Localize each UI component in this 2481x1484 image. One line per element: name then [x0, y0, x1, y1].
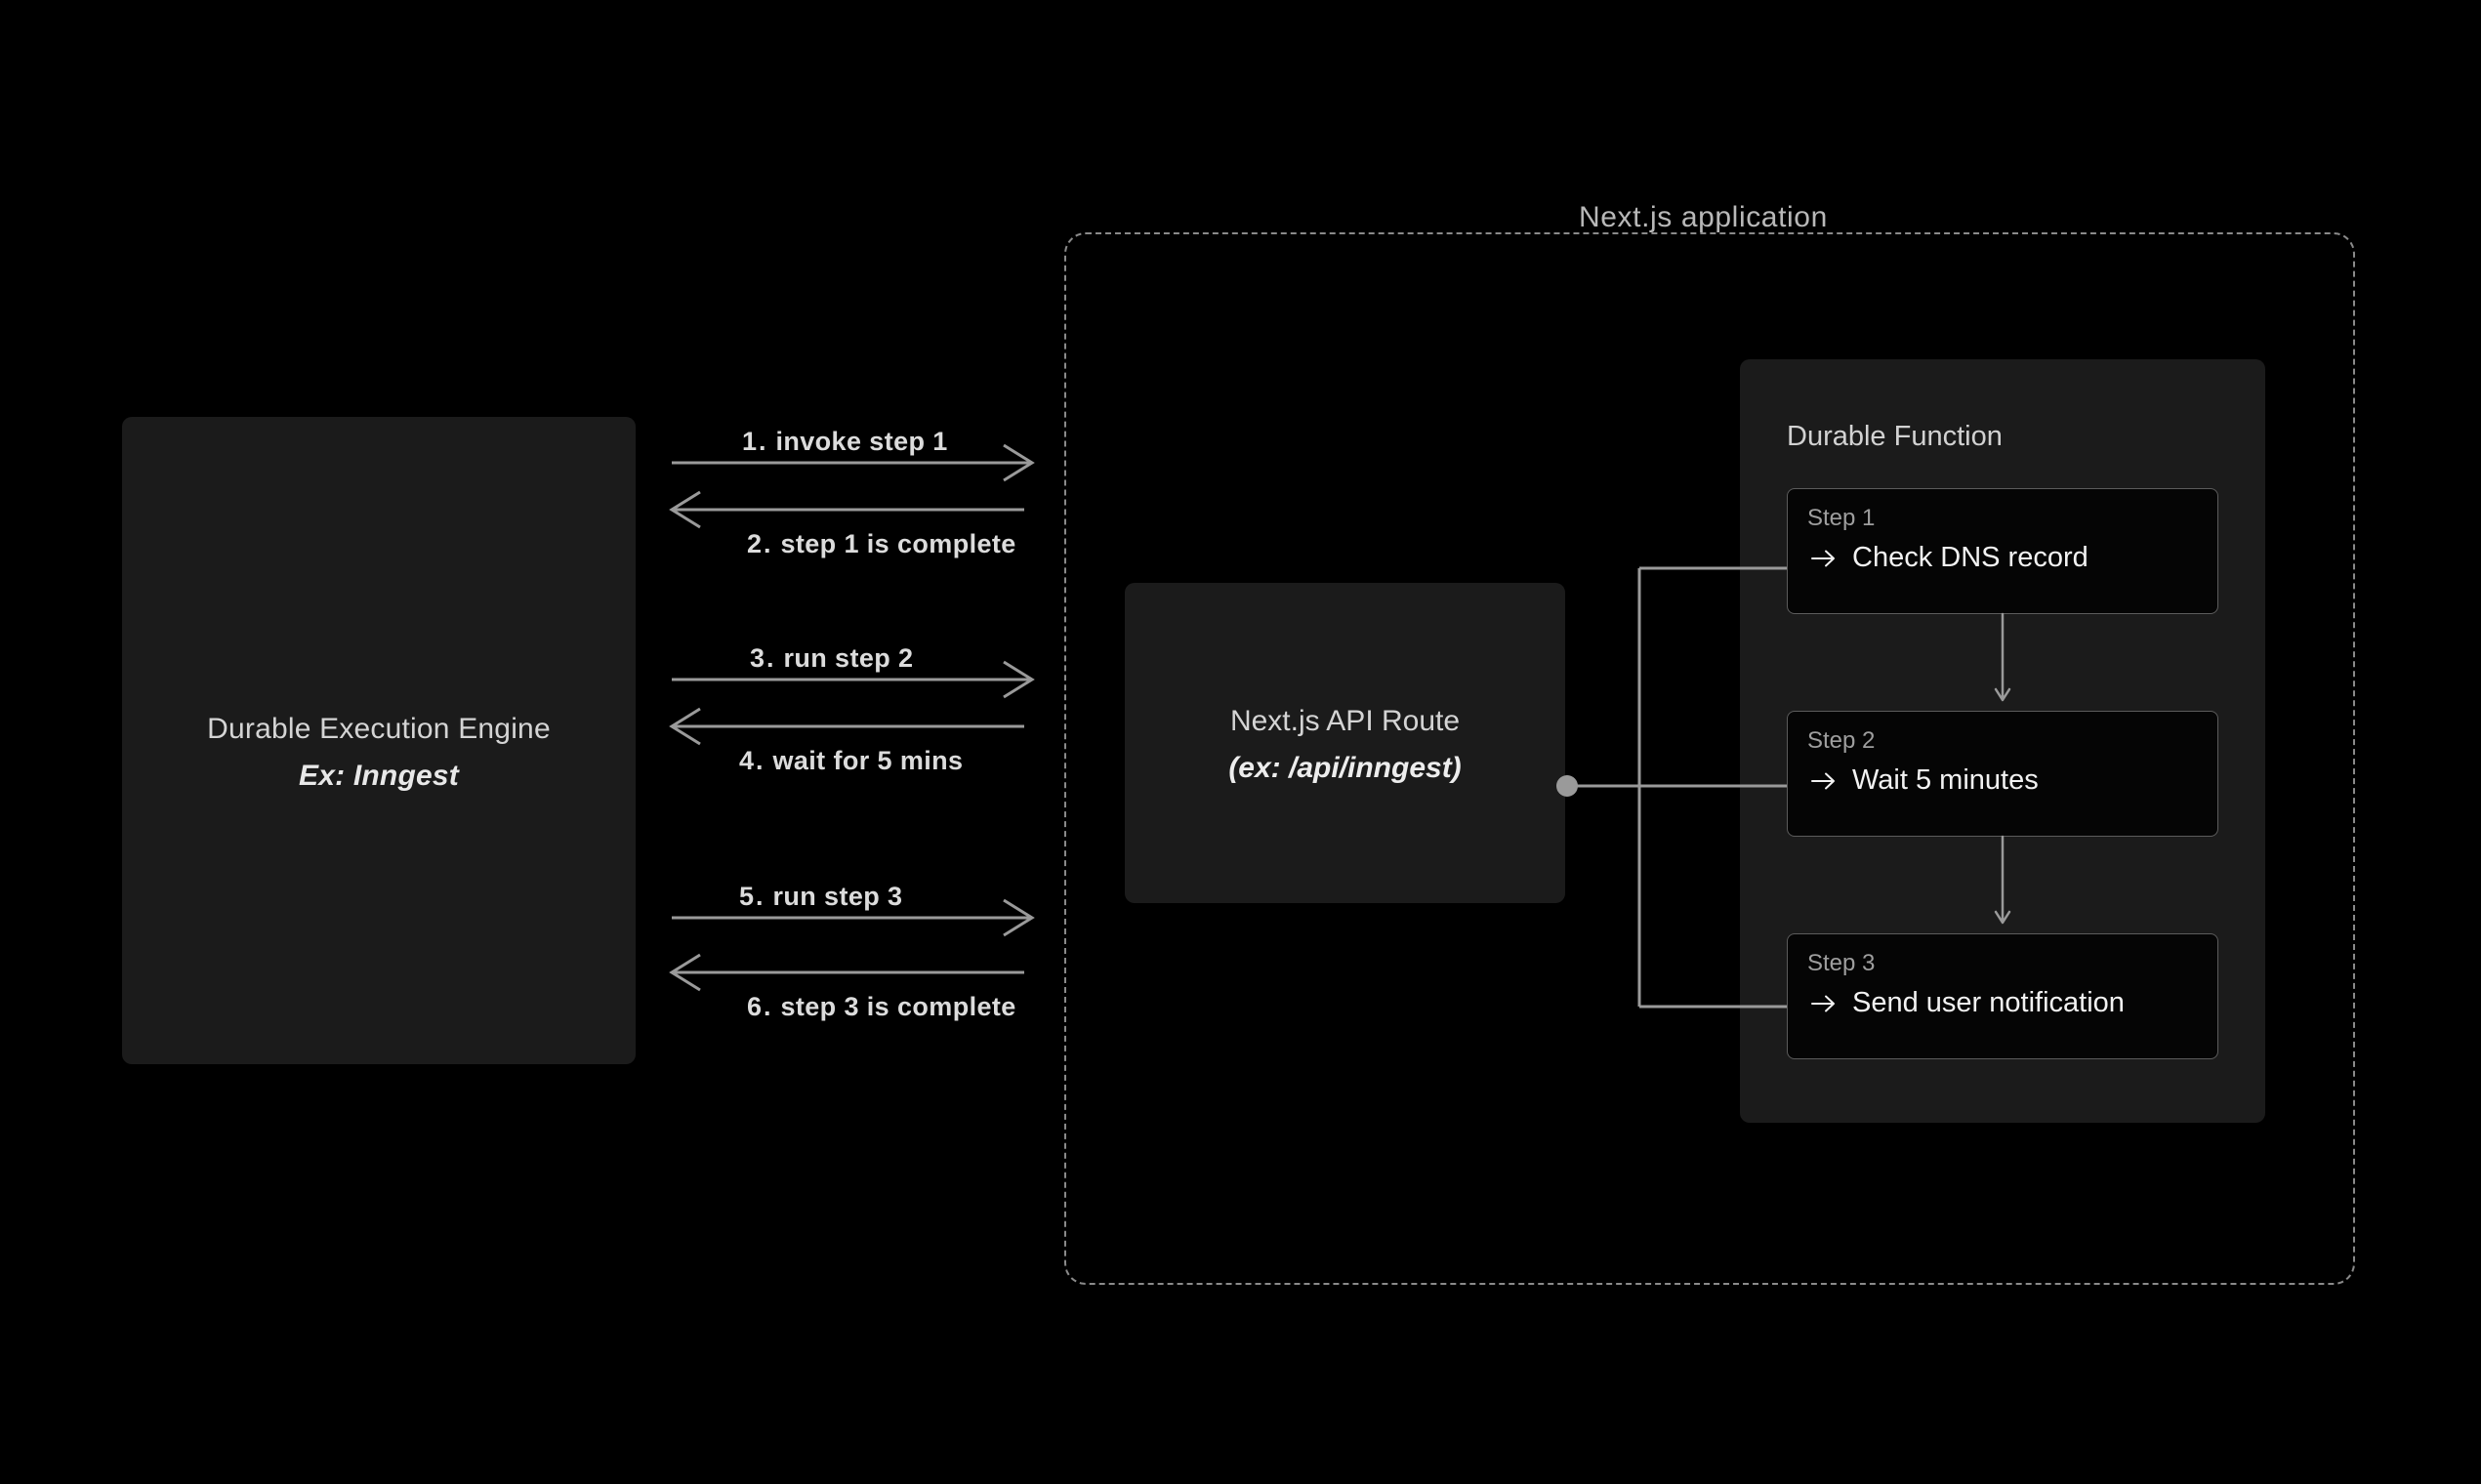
arrow-right-icon	[1809, 766, 1839, 796]
step-1-label: Check DNS record	[1852, 542, 2088, 573]
step-3-label: Send user notification	[1852, 987, 2125, 1018]
nextjs-api-route-subtitle: (ex: /api/inngest)	[1228, 752, 1462, 784]
seq-number-1: 1.	[742, 427, 768, 456]
seq-label-5: 5. run step 3	[739, 882, 902, 912]
seq-number-2: 2.	[747, 529, 773, 558]
seq-text-1: invoke step 1	[775, 427, 948, 456]
durable-execution-engine-subtitle: Ex: Inngest	[299, 760, 459, 792]
durable-function-title: Durable Function	[1787, 421, 2003, 452]
step-3-kicker: Step 3	[1807, 950, 1876, 976]
seq-number-3: 3.	[750, 643, 776, 673]
step-1-body: Check DNS record	[1809, 542, 2088, 574]
durable-execution-engine-title: Durable Execution Engine	[207, 713, 551, 745]
arrow-right-icon	[1809, 544, 1839, 573]
seq-text-6: step 3 is complete	[780, 992, 1016, 1021]
nextjs-api-route-box: Next.js API Route (ex: /api/inngest)	[1125, 583, 1565, 903]
step-box-2[interactable]: Step 2 Wait 5 minutes	[1787, 711, 2218, 837]
seq-label-4: 4. wait for 5 mins	[739, 746, 963, 776]
seq-text-2: step 1 is complete	[780, 529, 1016, 558]
nextjs-api-route-title: Next.js API Route	[1229, 705, 1461, 737]
seq-label-3: 3. run step 2	[750, 643, 913, 674]
step-2-label: Wait 5 minutes	[1852, 764, 2039, 796]
step-3-body: Send user notification	[1809, 987, 2125, 1019]
seq-number-5: 5.	[739, 882, 765, 911]
arrow-right-icon	[1809, 989, 1839, 1018]
durable-function-panel: Durable Function Step 1 Check DNS record…	[1740, 359, 2265, 1123]
seq-number-6: 6.	[747, 992, 773, 1021]
step-2-body: Wait 5 minutes	[1809, 764, 2039, 797]
seq-label-6: 6. step 3 is complete	[747, 992, 1016, 1022]
nextjs-application-title: Next.js application	[1557, 203, 1849, 232]
step-box-3[interactable]: Step 3 Send user notification	[1787, 933, 2218, 1059]
seq-label-2: 2. step 1 is complete	[747, 529, 1016, 559]
nextjs-application-container	[1064, 232, 2355, 1285]
step-2-kicker: Step 2	[1807, 727, 1876, 754]
step-box-1[interactable]: Step 1 Check DNS record	[1787, 488, 2218, 614]
seq-text-3: run step 2	[783, 643, 914, 673]
seq-arrow-6	[669, 953, 1024, 992]
seq-arrow-2	[669, 490, 1024, 529]
step-1-kicker: Step 1	[1807, 505, 1876, 531]
seq-arrow-4	[669, 707, 1024, 746]
seq-text-5: run step 3	[772, 882, 903, 911]
seq-label-1: 1. invoke step 1	[742, 427, 948, 457]
durable-execution-engine-box: Durable Execution Engine Ex: Inngest	[122, 417, 636, 1064]
seq-number-4: 4.	[739, 746, 765, 775]
seq-text-4: wait for 5 mins	[772, 746, 964, 775]
